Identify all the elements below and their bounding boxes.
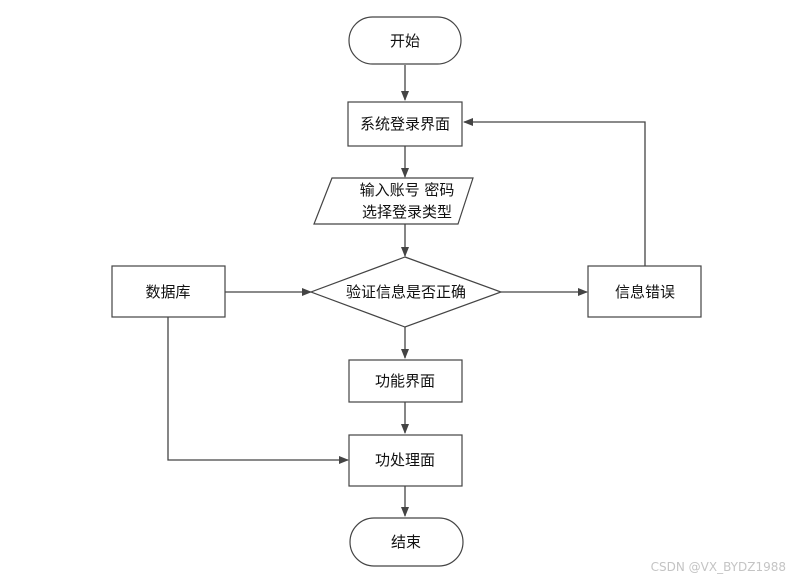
watermark-text: CSDN @VX_BYDZ1988: [651, 560, 786, 574]
node-login-page-label: 系统登录界面: [360, 115, 450, 133]
node-end: 结束: [349, 517, 464, 567]
node-database-label: 数据库: [145, 283, 190, 301]
node-database: 数据库: [111, 265, 226, 318]
node-verify-label: 验证信息是否正确: [346, 283, 466, 301]
edges: [167, 65, 646, 517]
node-login-page: 系统登录界面: [347, 101, 463, 147]
node-info-error-label: 信息错误: [615, 283, 675, 301]
node-input-label-line2: 选择登录类型: [362, 203, 452, 221]
node-start: 开始: [348, 16, 462, 65]
node-process-page: 功处理面: [348, 434, 463, 487]
node-function-page-label: 功能界面: [375, 372, 435, 390]
node-verify: 验证信息是否正确: [309, 256, 503, 328]
node-start-label: 开始: [390, 32, 420, 50]
node-input: 输入账号 密码 选择登录类型: [313, 177, 474, 225]
node-end-label: 结束: [391, 533, 421, 551]
edge-database-to-process: [167, 317, 349, 464]
node-info-error: 信息错误: [587, 265, 702, 318]
node-input-label-line1: 输入账号 密码: [360, 181, 455, 199]
node-function-page: 功能界面: [348, 359, 463, 403]
node-process-page-label: 功处理面: [375, 451, 435, 469]
edge-error-to-login: [463, 118, 646, 266]
